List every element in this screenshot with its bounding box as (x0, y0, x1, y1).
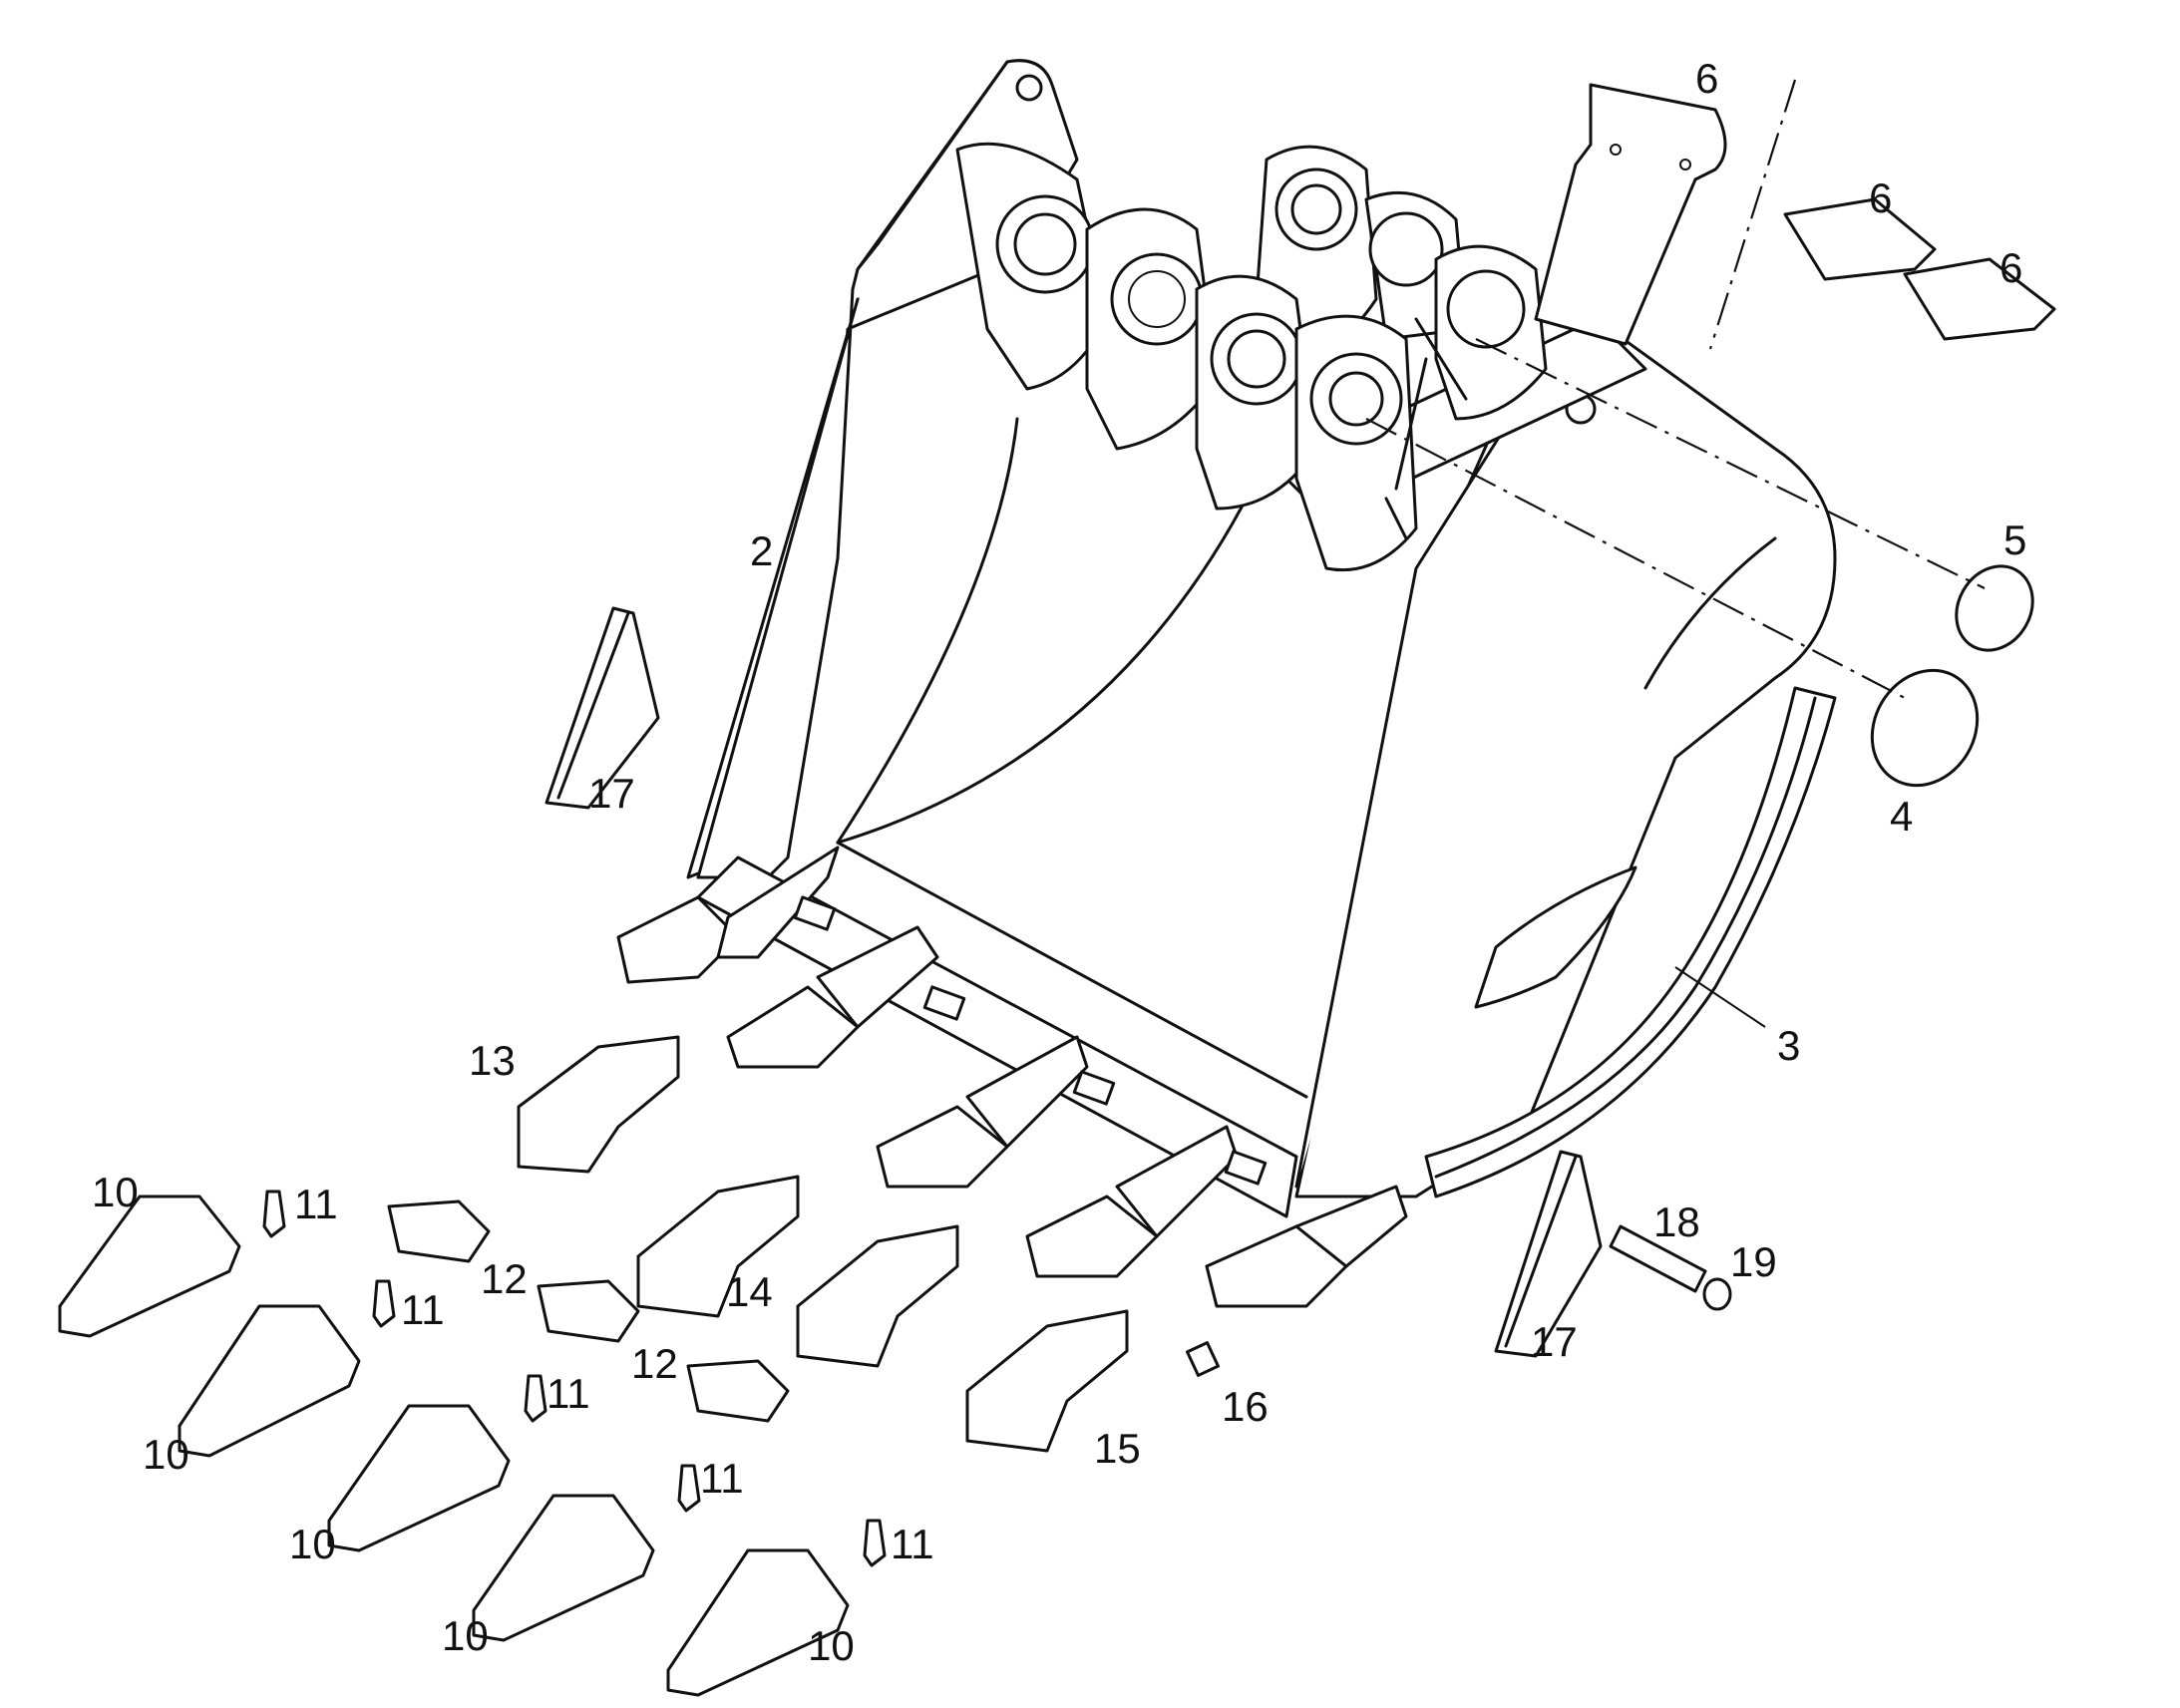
callout-4: 4 (1890, 793, 1913, 840)
callout-10c: 10 (289, 1521, 336, 1567)
centerline-2 (1365, 418, 1906, 699)
edge-adapters (616, 846, 1408, 1308)
callout-18: 18 (1653, 1198, 1700, 1245)
wear-strip (1424, 686, 1837, 1198)
small-parts (262, 1190, 1732, 1567)
callout-10d: 10 (442, 1612, 489, 1659)
callout-16: 16 (1222, 1383, 1269, 1430)
callout-17b: 17 (1531, 1318, 1578, 1365)
callout-6c: 6 (1999, 244, 2022, 291)
side-cutters (545, 606, 1603, 1358)
callout-17a: 17 (588, 770, 635, 817)
callout-11c: 11 (546, 1370, 590, 1417)
cover-plates (1534, 83, 2056, 788)
centerline-3 (1708, 79, 1797, 350)
callout-5: 5 (2003, 516, 2026, 563)
callout-11a: 11 (294, 1181, 338, 1227)
callout-11b: 11 (401, 1286, 445, 1333)
callouts: 2 3 4 5 6 6 6 10 10 10 10 10 11 11 11 11… (92, 55, 2026, 1669)
callout-6b: 6 (1869, 174, 1892, 221)
callout-11d: 11 (700, 1455, 744, 1502)
bucket-body (686, 59, 1837, 1218)
callout-10b: 10 (143, 1431, 189, 1478)
teeth (58, 1195, 850, 1697)
callout-15: 15 (1094, 1425, 1141, 1472)
callout-6a: 6 (1695, 55, 1718, 102)
loose-adapters (517, 1035, 1129, 1453)
callout-10a: 10 (92, 1169, 139, 1215)
callout-19: 19 (1730, 1238, 1777, 1285)
callout-11e: 11 (891, 1521, 934, 1567)
callout-14: 14 (726, 1268, 773, 1315)
leader-3 (1674, 966, 1766, 1028)
centerline-1 (1475, 338, 1986, 589)
callout-13: 13 (469, 1037, 516, 1084)
callout-3: 3 (1777, 1022, 1800, 1069)
callout-2: 2 (750, 527, 773, 574)
callout-12a: 12 (481, 1255, 528, 1302)
callout-12b: 12 (631, 1340, 678, 1387)
callout-10e: 10 (808, 1622, 855, 1669)
